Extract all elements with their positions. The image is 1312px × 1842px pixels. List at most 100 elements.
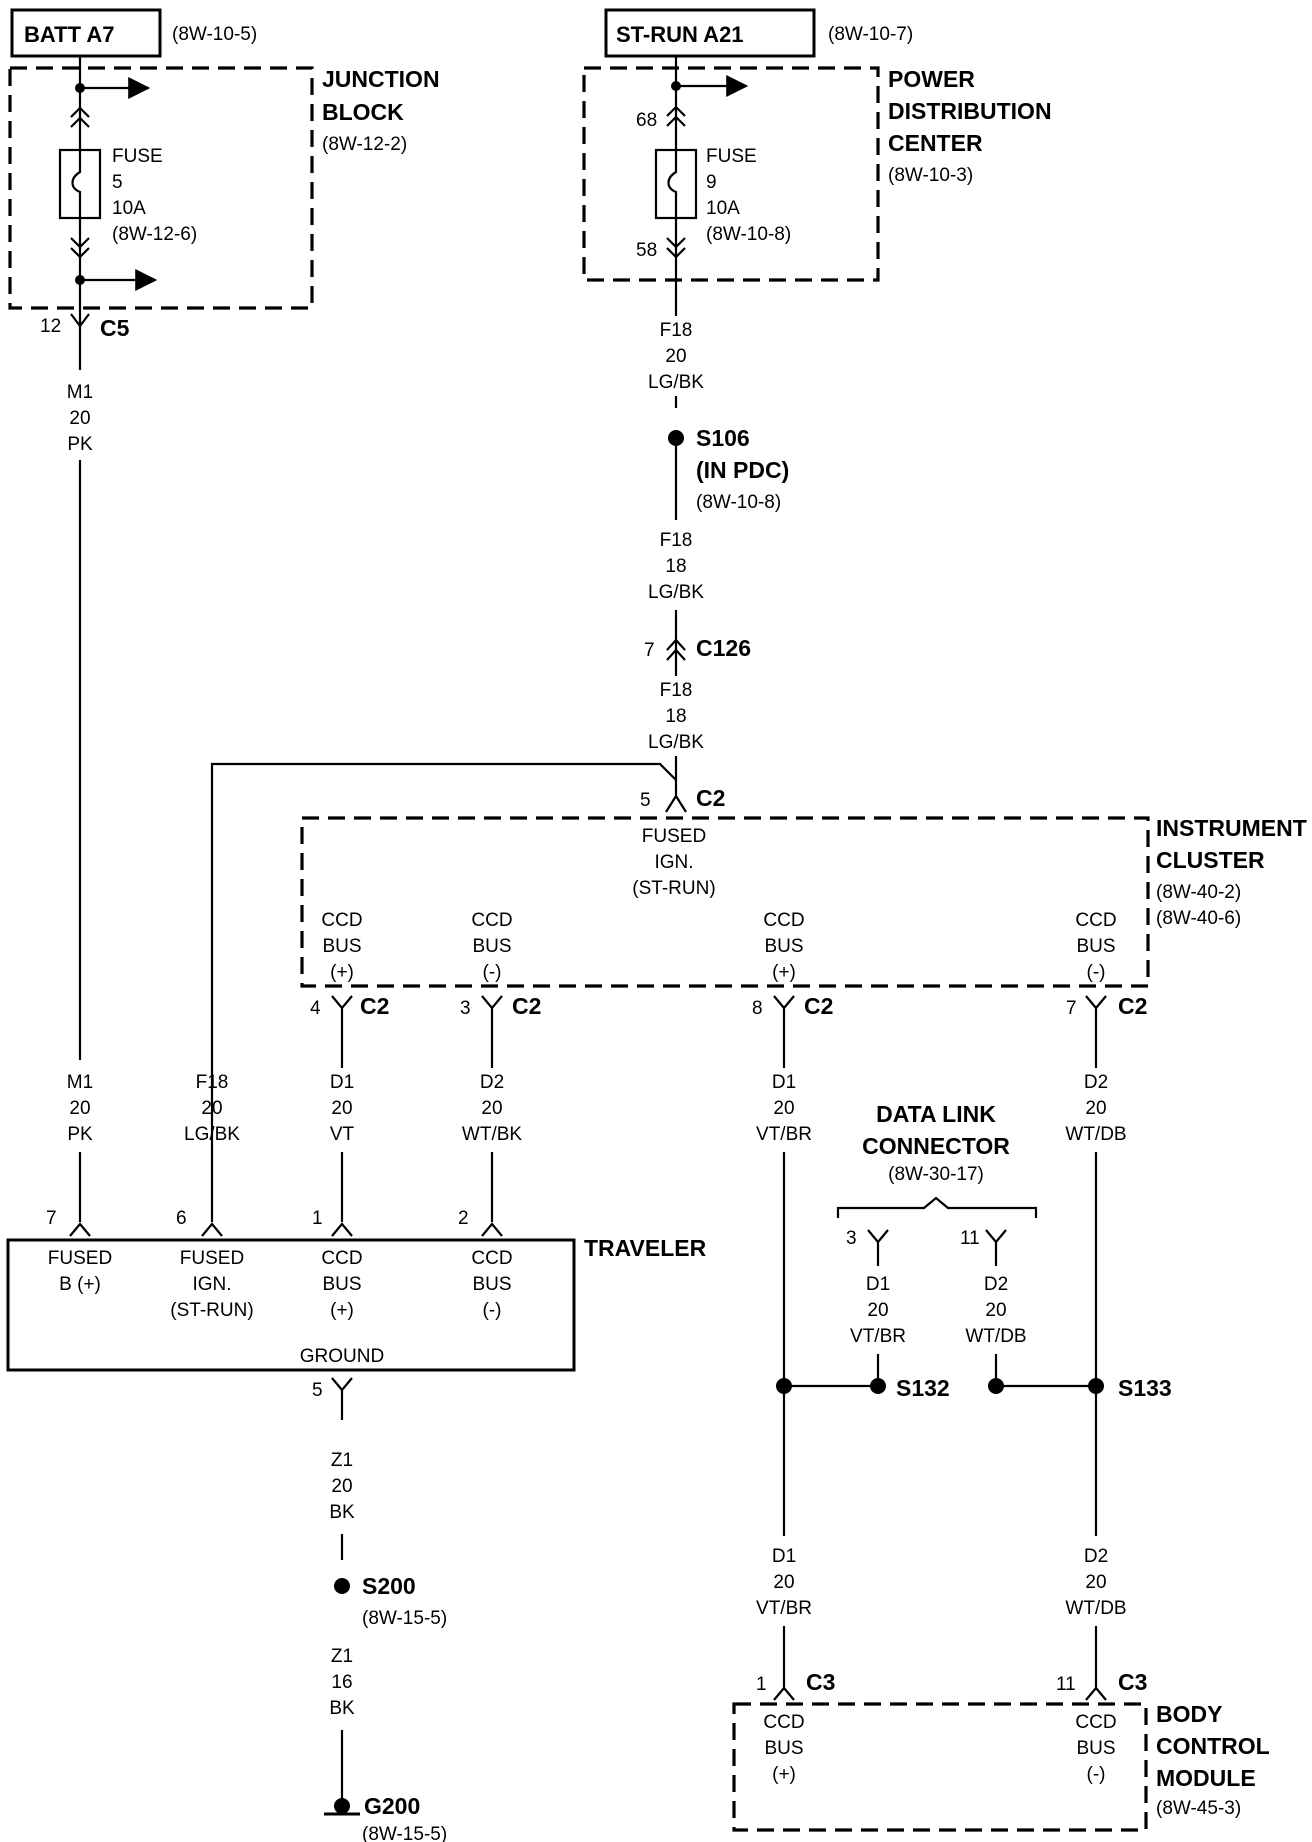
fuse9-lower-terminal <box>666 237 686 259</box>
svg-text:FUSED: FUSED <box>48 1248 112 1269</box>
svg-text:BUS: BUS <box>764 1738 803 1759</box>
bcm-name-1: BODY <box>1156 1701 1222 1727</box>
svg-text:BUS: BUS <box>472 936 511 957</box>
f18-b-circuit: F18 <box>660 530 693 551</box>
f18-b-gauge: 18 <box>665 556 686 577</box>
d2-b-color: WT/DB <box>1065 1124 1126 1145</box>
svg-text:BUS: BUS <box>472 1274 511 1295</box>
svg-text:7: 7 <box>1066 998 1077 1019</box>
svg-text:(+): (+) <box>772 962 796 983</box>
d1-c-label-bg <box>756 1540 812 1622</box>
svg-text:8: 8 <box>752 998 763 1019</box>
svg-text:11: 11 <box>960 1228 980 1249</box>
svg-text:B (+): B (+) <box>59 1274 101 1295</box>
fuse9-number: 9 <box>706 172 717 193</box>
svg-text:C2: C2 <box>360 993 389 1019</box>
d2-a-color: WT/BK <box>462 1124 522 1145</box>
d2-c-color: WT/DB <box>1065 1598 1126 1619</box>
svg-text:(+): (+) <box>330 962 354 983</box>
fuse9-upper-terminal <box>666 105 686 127</box>
d1-c-gauge: 20 <box>773 1572 794 1593</box>
pdc-pin-58: 58 <box>636 240 657 261</box>
dlc-bracket <box>836 1196 1038 1218</box>
cluster-fused-2: IGN. <box>654 852 693 873</box>
svg-text:BUS: BUS <box>764 936 803 957</box>
svg-text:2: 2 <box>458 1208 469 1229</box>
s106-label: S106 <box>696 425 750 451</box>
fuse5-ref: (8W-12-6) <box>112 224 197 245</box>
cluster-name-1: INSTRUMENT <box>1156 815 1307 841</box>
d2-a-circuit: D2 <box>480 1072 504 1093</box>
d2-c-circuit: D2 <box>1084 1546 1108 1567</box>
bcm-name-2: CONTROL <box>1156 1733 1270 1759</box>
z1-b-color: BK <box>329 1698 355 1719</box>
dlc-ref: (8W-30-17) <box>888 1164 984 1185</box>
d1-dlc-color: VT/BR <box>850 1326 906 1347</box>
svg-text:BUS: BUS <box>322 936 361 957</box>
f18-low-gauge: 20 <box>201 1098 222 1119</box>
svg-text:6: 6 <box>176 1208 187 1229</box>
f18-c-circuit: F18 <box>660 680 693 701</box>
svg-text:(-): (-) <box>483 962 502 983</box>
traveler-fused-b: FUSED B (+) <box>48 1248 112 1295</box>
svg-text:C3: C3 <box>806 1669 835 1695</box>
d1-dlc-gauge: 20 <box>867 1300 888 1321</box>
svg-text:CCD: CCD <box>321 910 362 931</box>
c2-pin7-connector: 7 C2 <box>1066 993 1147 1068</box>
traveler-ccd-pos: CCD BUS (+) <box>321 1248 362 1321</box>
pdc-pin-68: 68 <box>636 110 657 131</box>
pdc-name-2: DISTRIBUTION <box>888 98 1052 124</box>
g200-ref: (8W-15-5) <box>362 1824 447 1842</box>
d2-dlc-color: WT/DB <box>965 1326 1026 1347</box>
traveler-input-connectors: 7 6 1 2 <box>46 1208 503 1237</box>
svg-text:3: 3 <box>460 998 471 1019</box>
d2-c-label-bg <box>1066 1540 1126 1622</box>
c126-pin: 7 <box>644 640 655 661</box>
g200-label: G200 <box>364 1793 420 1819</box>
s133-label: S133 <box>1118 1375 1172 1401</box>
pdc-name-1: POWER <box>888 66 975 92</box>
f18-a-gauge: 20 <box>665 346 686 367</box>
svg-text:(-): (-) <box>483 1300 502 1321</box>
d1-dlc-circuit: D1 <box>866 1274 890 1295</box>
svg-text:C2: C2 <box>512 993 541 1019</box>
c3-pin1-connector: 1 C3 <box>756 1669 835 1701</box>
f18-a-label-bg <box>650 316 702 396</box>
svg-text:(ST-RUN): (ST-RUN) <box>170 1300 253 1321</box>
svg-text:C3: C3 <box>1118 1669 1147 1695</box>
strun-source-box <box>604 8 816 58</box>
traveler-ccd-neg: CCD BUS (-) <box>471 1248 512 1321</box>
fuse5-label: FUSE <box>112 146 163 167</box>
f18-c-color: LG/BK <box>648 732 704 753</box>
bcm-ccd-pos: CCD BUS (+) <box>763 1712 804 1785</box>
junction-block-outline <box>8 66 314 310</box>
strun-source-label: ST-RUN A21 <box>616 22 744 47</box>
fuse9-ref: (8W-10-8) <box>706 224 791 245</box>
c2-label-pin5: C2 <box>696 785 725 811</box>
traveler-ground: GROUND <box>300 1346 384 1367</box>
bcm-ccd-neg: CCD BUS (-) <box>1075 1712 1116 1785</box>
svg-text:C2: C2 <box>804 993 833 1019</box>
f18-b-color: LG/BK <box>648 582 704 603</box>
instrument-cluster-outline <box>300 816 1150 988</box>
m1-low-color: PK <box>67 1124 93 1145</box>
c3-pin11-connector: 11 C3 <box>1056 1669 1147 1701</box>
fuse9-label: FUSE <box>706 146 757 167</box>
batt-source-label: BATT A7 <box>24 22 114 47</box>
ground-g200-icon <box>324 1798 360 1816</box>
c126-connector-symbol <box>666 638 686 661</box>
d1-c-color: VT/BR <box>756 1598 812 1619</box>
z1-a-color: BK <box>329 1502 355 1523</box>
cluster-ccd-pos-1: CCD BUS (+) <box>321 910 362 983</box>
d1-a-gauge: 20 <box>331 1098 352 1119</box>
c5-connector-symbol <box>70 313 90 328</box>
pdc-outline <box>582 66 880 282</box>
z1-b-circuit: Z1 <box>331 1646 353 1667</box>
svg-text:IGN.: IGN. <box>192 1274 231 1295</box>
s132-label: S132 <box>896 1375 950 1401</box>
d2-a-gauge: 20 <box>481 1098 502 1119</box>
f18-a-color: LG/BK <box>648 372 704 393</box>
svg-text:FUSED: FUSED <box>180 1248 244 1269</box>
m1-top-gauge: 20 <box>69 408 90 429</box>
d1-b-gauge: 20 <box>773 1098 794 1119</box>
